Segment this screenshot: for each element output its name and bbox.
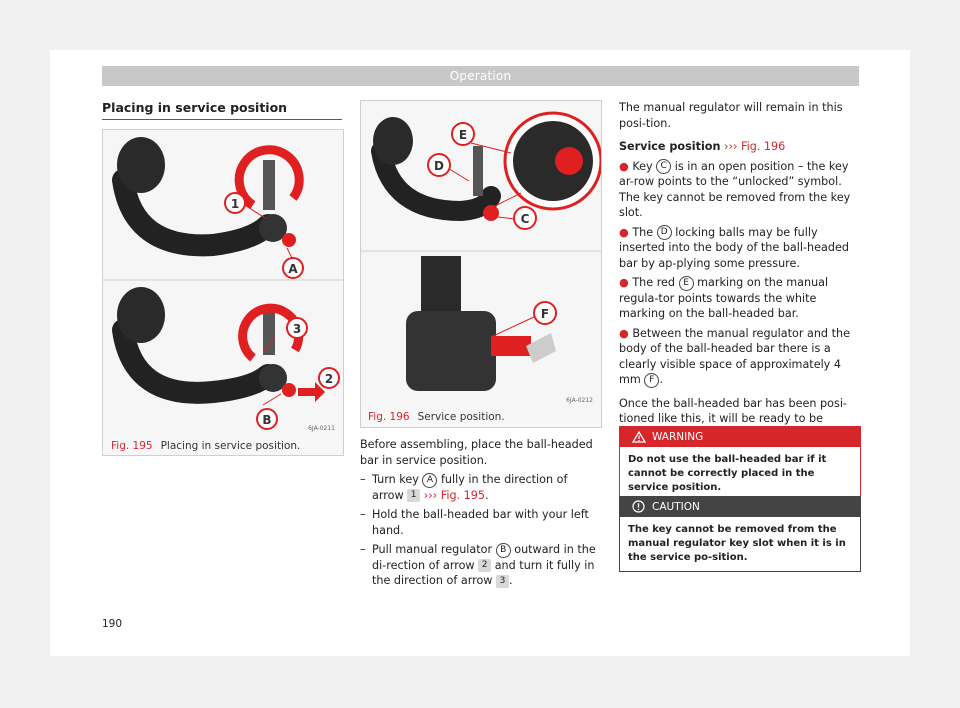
label-f: F [541, 307, 549, 321]
label-d: D [434, 159, 444, 173]
key-marker: A [422, 472, 438, 488]
label-2: 2 [325, 372, 333, 386]
ref-arrow: ››› [724, 140, 738, 153]
step-text: and turn it fully in the direction of ar… [372, 558, 595, 588]
key-marker: E [678, 275, 694, 291]
step-text: outward in the di-rection of arrow [372, 543, 596, 572]
arrow-number: 3 [496, 574, 510, 588]
intro-text: Before assembling, place the ball-headed… [360, 438, 593, 467]
figure-number: Fig. 196 [368, 411, 410, 423]
step-3: Pull manual regulator B outward in the d… [360, 542, 600, 589]
caption-text: Placing in service position. [160, 440, 301, 452]
warning-text: Do not use the ball-headed bar if it can… [628, 454, 827, 493]
tow-bar-illustration-195: 1 A 3 2 B 6JA-0211 [103, 130, 343, 435]
caption-196: Fig. 196 Service position. [368, 411, 505, 423]
subheading-label: Service position [619, 140, 721, 153]
step-2: Hold the ball-headed bar with your left … [360, 507, 600, 538]
caution-title: CAUTION [652, 501, 700, 513]
figure-link[interactable]: Fig. 195 [440, 488, 486, 502]
instructions: Before assembling, place the ball-headed… [360, 437, 600, 589]
section-rule [102, 119, 342, 120]
step-text: Turn key [372, 473, 419, 486]
arrow-number: 2 [478, 559, 492, 572]
label-a: A [288, 262, 298, 276]
key-marker: D [656, 225, 672, 240]
figure-195: 1 A 3 2 B 6JA-0211 [102, 129, 344, 456]
step-text: fully in the direction of arrow [372, 473, 568, 502]
caution-header: CAUTION [620, 497, 860, 517]
figure-link[interactable]: Fig. 196 [740, 140, 786, 153]
key-marker: F [644, 372, 660, 388]
label-3: 3 [293, 322, 301, 336]
caption-195: Fig. 195 Placing in service position. [111, 440, 300, 452]
section-title: Placing in service position [102, 100, 288, 115]
key-marker: B [495, 542, 511, 558]
figure-code: 6JA-0211 [308, 425, 335, 432]
bullet-4: ● Between the manual regulator and the b… [619, 326, 850, 388]
ref-arrow: ››› [423, 488, 438, 502]
label-1: 1 [231, 197, 239, 211]
key-marker: C [656, 159, 672, 174]
arrow-number: 1 [407, 489, 421, 502]
service-position-text: The manual regulator will remain in this… [619, 100, 859, 442]
warning-icon [632, 431, 646, 443]
info-icon [632, 500, 645, 513]
label-b: B [262, 413, 271, 427]
label-c: C [521, 212, 530, 226]
step-text: Pull manual regulator [372, 543, 493, 556]
paragraph: The manual regulator will remain in this… [619, 101, 843, 130]
tow-bar-illustration-196: E D C F 6JA-0212 [361, 101, 601, 407]
warning-box: WARNING Do not use the ball-headed bar i… [619, 426, 861, 502]
page-header: Operation [102, 66, 859, 86]
caution-text: The key cannot be removed from the manua… [628, 524, 846, 563]
caption-text: Service position. [417, 411, 505, 423]
label-e: E [459, 128, 467, 142]
figure-code: 6JA-0212 [566, 397, 593, 404]
caution-box: CAUTION The key cannot be removed from t… [619, 496, 861, 572]
figure-number: Fig. 195 [111, 440, 153, 452]
warning-title: WARNING [652, 431, 704, 443]
subheading: Service position ››› Fig. 196 [619, 139, 859, 155]
bullet-1: ● Key C is in an open position – the key… [619, 159, 851, 219]
bullet-2: ● The D locking balls may be fully inser… [619, 225, 849, 270]
figure-196: E D C F 6JA-0212 [360, 100, 602, 428]
step-1: Turn key A fully in the direction of arr… [360, 472, 600, 503]
page-number: 190 [102, 618, 123, 630]
bullet-3: ● The red E marking on the manual regula… [619, 275, 829, 320]
warning-header: WARNING [620, 427, 860, 447]
